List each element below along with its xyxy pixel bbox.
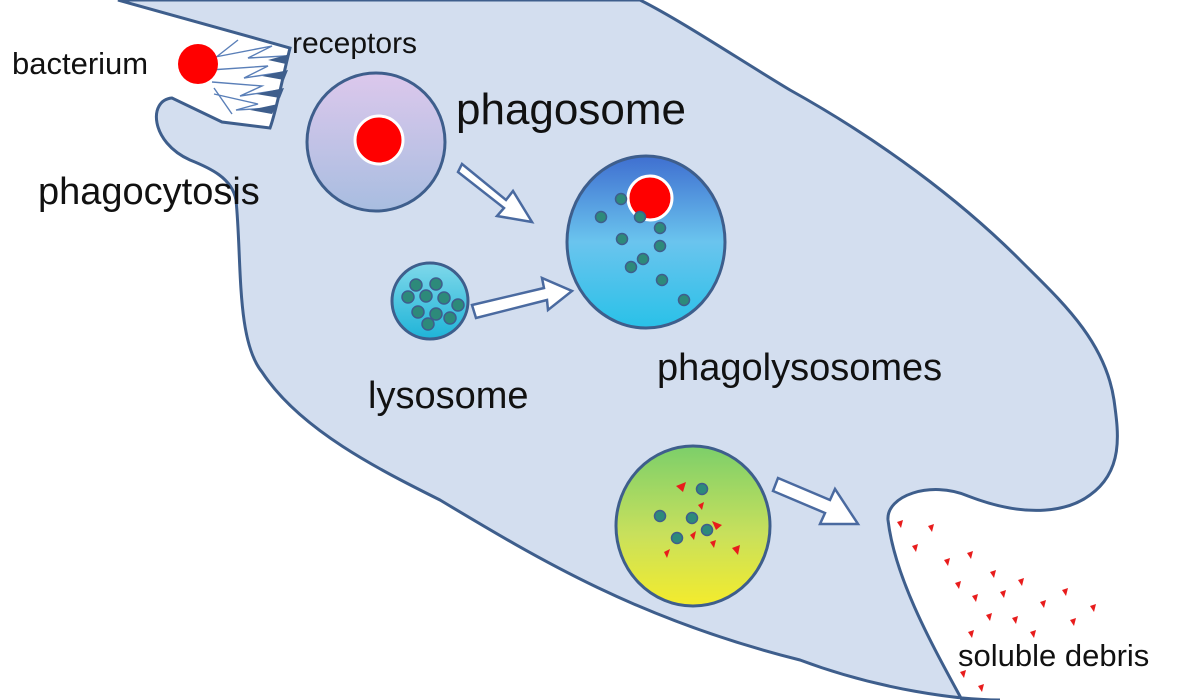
bacterium-icon bbox=[178, 44, 218, 84]
receptors-label: receptors bbox=[292, 27, 417, 60]
lysosome-enzymes bbox=[401, 277, 465, 331]
phagosome-label: phagosome bbox=[456, 85, 686, 134]
lysosome-label: lysosome bbox=[368, 375, 529, 417]
phagocytosis-label: phagocytosis bbox=[38, 171, 260, 213]
receptor-tips bbox=[250, 54, 290, 114]
arrow-lysosome-to-phagolysosome bbox=[470, 275, 575, 320]
arrow-to-soluble-debris bbox=[771, 476, 861, 526]
phagolysosome-vesicle bbox=[565, 154, 727, 330]
phagolysosome-bacterium-icon bbox=[626, 174, 674, 222]
arrows bbox=[456, 162, 861, 526]
soluble-debris-particles bbox=[897, 520, 1096, 692]
phagolysosomes-label: phagolysosomes bbox=[657, 347, 942, 389]
digesting-enzymes bbox=[653, 482, 714, 545]
digesting-phagolysosome-vesicle bbox=[614, 444, 772, 608]
soluble-debris-label: soluble debris bbox=[958, 638, 1149, 673]
phagolysosome-enzymes bbox=[594, 192, 691, 307]
arrow-phagosome-to-phagolysosome bbox=[456, 162, 535, 224]
digesting-debris bbox=[664, 482, 740, 558]
phagosome-bacterium-icon bbox=[353, 114, 405, 166]
bacterium-label: bacterium bbox=[12, 46, 148, 81]
